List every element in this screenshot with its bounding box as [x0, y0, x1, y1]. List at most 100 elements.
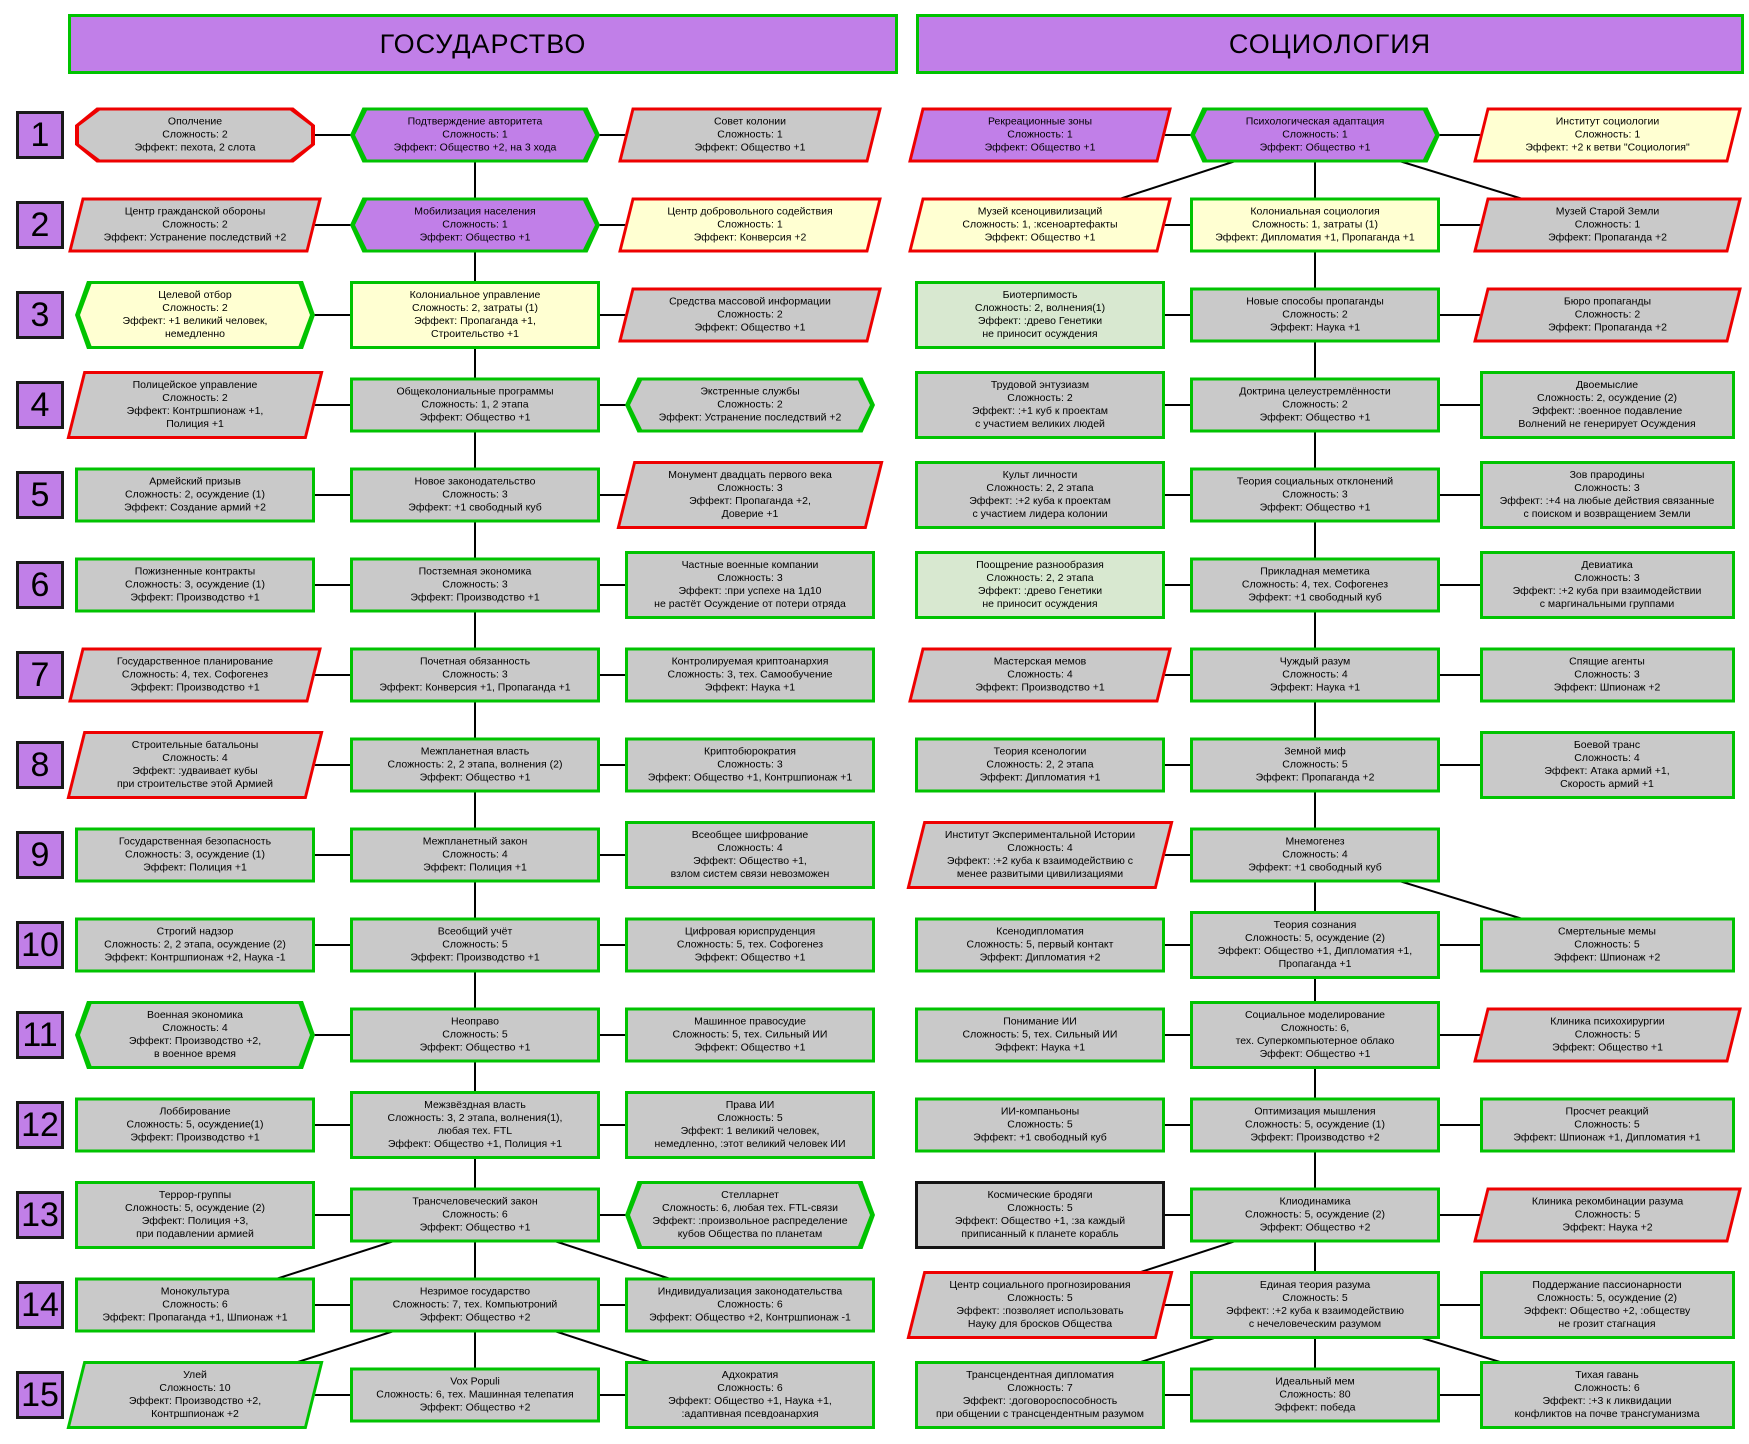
tech-node-detail: Эффект: Производство +1 — [410, 591, 540, 604]
tech-node-detail: Эффект: Общество +1 — [1551, 1041, 1663, 1054]
tech-node-title: Новые способы пропаганды — [1246, 295, 1384, 308]
tech-node-detail: Сложность: 1 — [717, 218, 783, 231]
tech-node-detail: Сложность: 5 — [1007, 1292, 1073, 1304]
tech-node-detail: Сложность: 3 — [1574, 572, 1640, 584]
